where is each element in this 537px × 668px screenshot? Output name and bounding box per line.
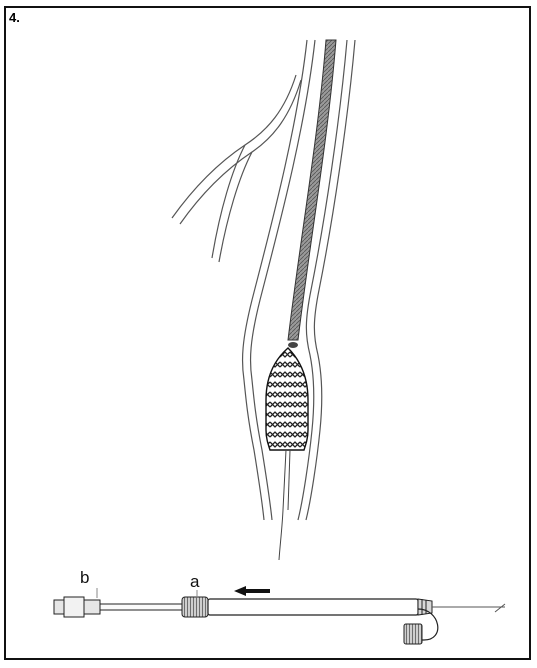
branch-vessel <box>172 75 301 262</box>
direction-arrow <box>234 586 270 596</box>
delivery-catheter <box>288 40 336 348</box>
label-b: b <box>80 568 89 588</box>
guide-wire <box>279 450 290 560</box>
delivery-handle <box>54 588 505 644</box>
label-a: a <box>190 572 199 592</box>
stent-implant <box>266 348 308 450</box>
